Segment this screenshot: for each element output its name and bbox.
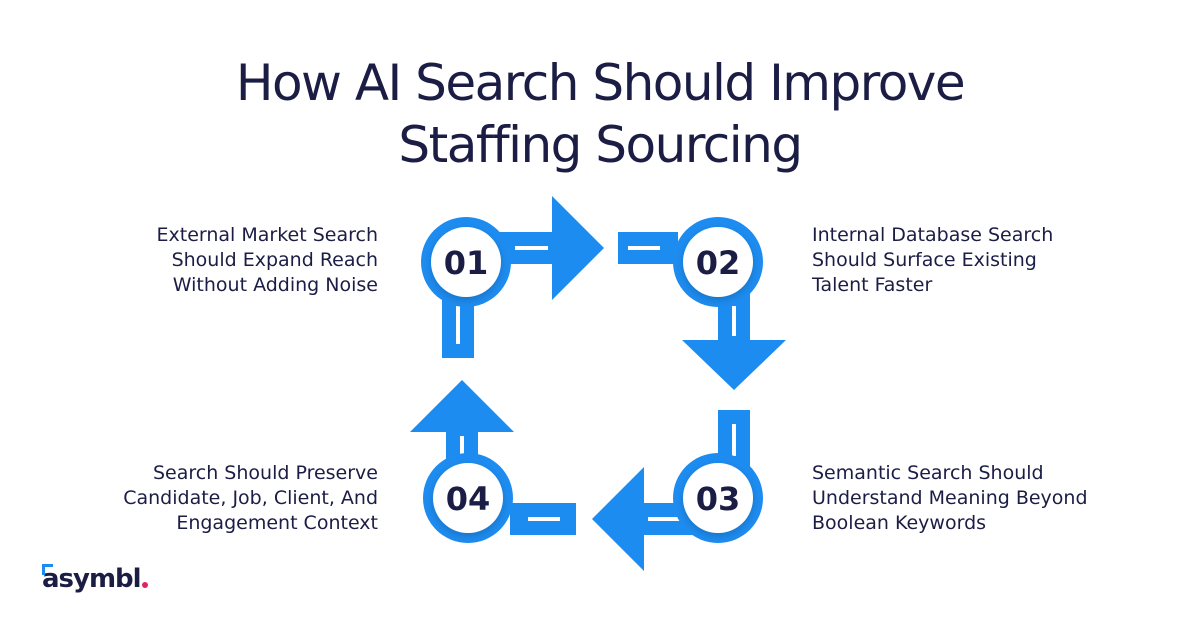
step-04-description: Search Should Preserve Candidate, Job, C…: [88, 461, 378, 536]
step-04-line-3: Engagement Context: [176, 512, 378, 534]
title-line-1: How AI Search Should Improve: [235, 54, 966, 112]
step-03-line-2: Understand Meaning Beyond: [812, 487, 1088, 509]
step-04-line-1: Search Should Preserve: [152, 462, 378, 484]
step-node-01: 01: [421, 217, 511, 307]
step-number-04: 04: [446, 480, 491, 518]
step-02-line-3: Talent Faster: [812, 274, 933, 296]
tail-right-2: [618, 232, 678, 264]
page-title: How AI Search Should Improve Staffing So…: [0, 52, 1200, 176]
tail-left-4: [510, 503, 576, 535]
step-03-line-1: Semantic Search Should: [812, 462, 1044, 484]
step-01-line-1: External Market Search: [156, 224, 379, 246]
step-03-line-3: Boolean Keywords: [812, 512, 987, 534]
step-02-description: Internal Database Search Should Surface …: [812, 223, 1102, 298]
step-02-line-1: Internal Database Search: [812, 224, 1054, 246]
step-01-line-2: Should Expand Reach: [171, 249, 378, 271]
step-01-description: External Market Search Should Expand Rea…: [88, 223, 379, 298]
step-node-03: 03: [673, 453, 763, 543]
step-01-line-3: Without Adding Noise: [172, 274, 378, 296]
step-node-04: 04: [423, 453, 513, 543]
step-number-01: 01: [444, 244, 489, 282]
arrow-down: [682, 290, 786, 390]
step-node-02: 02: [673, 217, 763, 307]
title-line-2: Staffing Sourcing: [398, 116, 803, 174]
logo-corner-icon: [42, 564, 53, 575]
brand-logo: asymbl: [42, 558, 148, 594]
arrow-right: [495, 196, 604, 300]
step-number-03: 03: [696, 480, 741, 518]
logo-dot-icon: [141, 582, 148, 588]
step-02-line-2: Should Surface Existing: [812, 249, 1037, 271]
step-number-02: 02: [696, 244, 741, 282]
step-03-description: Semantic Search Should Understand Meanin…: [812, 461, 1102, 536]
logo-wordmark: asymbl: [42, 564, 142, 594]
step-04-line-2: Candidate, Job, Client, And: [123, 487, 378, 509]
